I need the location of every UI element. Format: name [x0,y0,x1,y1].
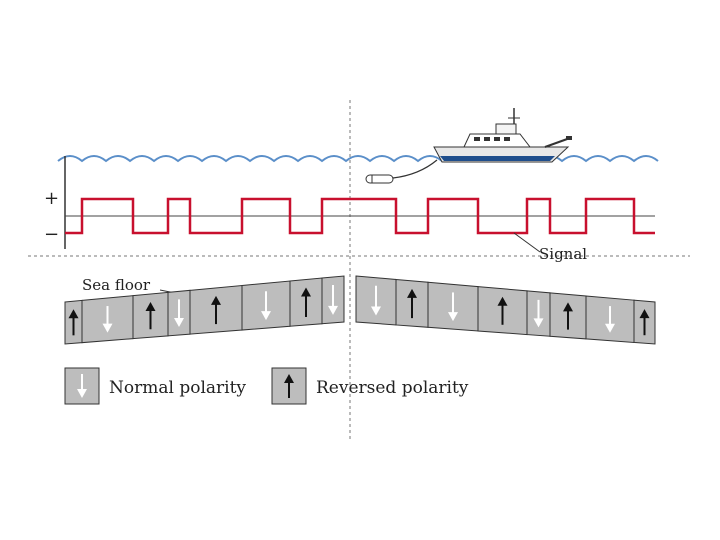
stripe-right-3 [427,281,479,332]
plus-label: + [44,188,59,209]
stripe-right-6 [549,292,587,340]
stripe-left-6 [241,280,291,331]
stripe-left-3 [132,291,169,340]
arrow-up-icon [145,302,156,330]
arrow-up-icon [639,309,650,336]
sea-surface-waves [57,155,659,163]
legend-reversed-swatch [271,367,307,405]
stripe-right-5 [526,290,551,337]
arrow-up-icon [211,295,221,325]
stripe-left-8 [321,275,345,325]
arrow-up-icon [563,302,573,330]
stripe-right-2 [395,278,429,328]
stripe-right-1 [355,275,397,326]
arrow-up-icon [407,288,417,319]
arrow-down-icon [533,299,544,328]
legend: Normal polarity Reversed polarity [64,367,469,405]
stripe-left-4 [167,289,191,337]
stripe-right-8 [633,299,656,345]
signal-leader-line [513,232,541,253]
arrow-down-icon [77,374,87,398]
stripe-left-7 [289,277,323,327]
stripe-left-1 [64,299,83,345]
arrow-down-icon [371,285,381,316]
research-ship-icon [433,108,572,163]
stripe-left-2 [81,295,134,344]
arrow-up-icon [284,374,294,398]
stripe-right-4 [477,286,528,336]
stripe-right-7 [585,295,635,343]
stripe-left-5 [189,284,243,335]
magnetic-signal-trace [65,197,655,235]
arrow-down-icon [328,285,338,315]
minus-label: − [44,224,59,245]
arrow-up-icon [301,287,311,317]
sea-floor-stripes [64,275,656,345]
towed-magnetometer-icon [365,174,394,184]
arrow-down-icon [102,306,113,333]
arrow-up-icon [497,296,508,325]
sea-floor-label: Sea floor [82,276,151,294]
arrow-down-icon [448,292,458,322]
signal-label: Signal [539,245,587,263]
legend-reversed-label: Reversed polarity [316,378,469,398]
arrow-down-icon [605,306,615,333]
arrow-up-icon [68,309,79,336]
arrow-down-icon [261,291,271,321]
legend-normal-swatch [64,367,100,405]
arrow-down-icon [174,299,184,328]
tow-cable [392,159,438,179]
legend-normal-label: Normal polarity [109,378,246,398]
